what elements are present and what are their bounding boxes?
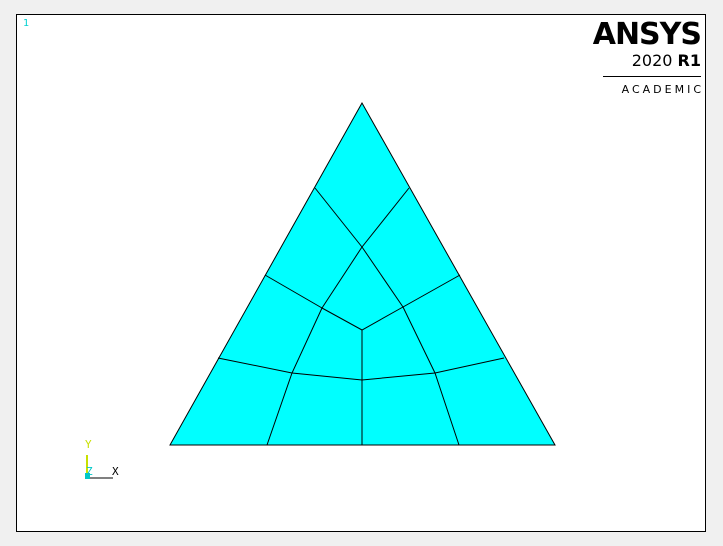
graphics-viewport[interactable]: 1 Y Z X ANSYS 2020 R1 ACADEMIC	[16, 14, 706, 532]
logo-brand: ANSYS	[592, 17, 702, 52]
logo-version-year: 2020	[631, 51, 673, 70]
triad-x-label: X	[112, 465, 119, 478]
mesh-plot: Y Z X	[85, 101, 556, 479]
coordinate-triad: Y Z X	[85, 438, 119, 479]
ansys-logo: ANSYS 2020 R1 ACADEMIC	[591, 17, 704, 97]
mesh-elements	[169, 101, 556, 446]
triad-z-label: Z	[86, 465, 93, 478]
logo-edition: ACADEMIC	[621, 83, 704, 96]
triad-z-marker	[85, 473, 90, 479]
logo-version-release: R1	[677, 51, 701, 70]
triad-y-label: Y	[85, 438, 92, 451]
window-number-label: 1	[23, 18, 30, 29]
logo-version: 2020 R1	[603, 51, 701, 77]
mesh-edge	[217, 357, 505, 381]
